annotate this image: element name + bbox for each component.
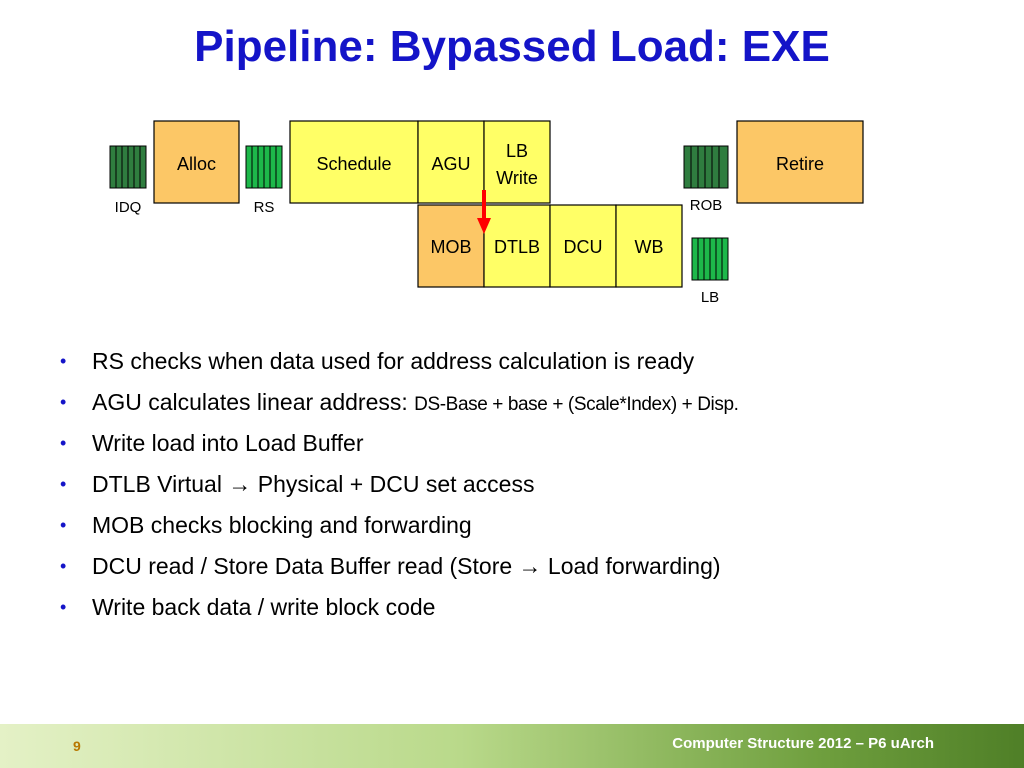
rob-label: ROB — [690, 197, 723, 214]
stage-mob — [417, 204, 485, 288]
stage-alloc — [153, 120, 240, 204]
footer-bar: 9 Computer Structure 2012 – P6 uArch — [0, 724, 1024, 768]
stage-dtlb-label: DTLB — [494, 237, 540, 257]
stage-agu-label: AGU — [431, 154, 470, 174]
idq-label: IDQ — [115, 199, 142, 216]
bullet-item: •DCU read / Store Data Buffer read (Stor… — [60, 548, 1010, 589]
bullet-dot-icon: • — [60, 515, 67, 535]
stage-mob-label: MOB — [430, 237, 471, 257]
stage-lb-write — [483, 120, 551, 204]
bullet-item: •DTLB Virtual → Physical + DCU set acces… — [60, 466, 1010, 507]
stage-dtlb — [483, 204, 551, 288]
bypass-arrow-icon — [477, 190, 491, 234]
stage-agu — [417, 120, 485, 204]
bullet-item: •AGU calculates linear address: DS-Base … — [60, 384, 1010, 425]
stage-schedule-label: Schedule — [316, 154, 391, 174]
bullet-dot-icon: • — [60, 392, 67, 412]
bullet-dot-icon: • — [60, 597, 67, 617]
stage-wb — [615, 204, 683, 288]
bullet-dot-icon: • — [60, 433, 67, 453]
bullet-list: •RS checks when data used for address ca… — [60, 343, 1010, 630]
stage-lb-write-label-line1: LB — [506, 141, 528, 161]
page-number: 9 — [73, 738, 81, 754]
stage-dcu-label: DCU — [564, 237, 603, 257]
bullet-dot-icon: • — [60, 474, 67, 494]
bullet-dot-icon: • — [60, 351, 67, 371]
pipeline-diagram: IDQ Alloc RS Schedule AGU LB Write MOB D… — [109, 120, 864, 306]
bullet-item: •MOB checks blocking and forwarding — [60, 507, 1010, 548]
rob-buffer — [683, 145, 729, 189]
stage-retire — [736, 120, 864, 204]
idq-buffer — [109, 145, 147, 189]
slide-title: Pipeline: Bypassed Load: EXE — [194, 22, 830, 71]
stage-lb-write-label-line2: Write — [496, 168, 538, 188]
stage-wb-label: WB — [635, 237, 664, 257]
lb-label: LB — [701, 289, 719, 306]
stage-retire-label: Retire — [776, 154, 824, 174]
bullet-dot-icon: • — [60, 556, 67, 576]
footer-text: Computer Structure 2012 – P6 uArch — [672, 735, 934, 752]
lb-buffer — [691, 237, 729, 281]
bullet-item: •Write load into Load Buffer — [60, 425, 1010, 466]
stage-schedule — [289, 120, 419, 204]
rs-label: RS — [254, 199, 275, 216]
stage-alloc-label: Alloc — [177, 154, 216, 174]
bullet-item: •Write back data / write block code — [60, 589, 1010, 630]
bullet-item: •RS checks when data used for address ca… — [60, 343, 1010, 384]
rs-buffer — [245, 145, 283, 189]
